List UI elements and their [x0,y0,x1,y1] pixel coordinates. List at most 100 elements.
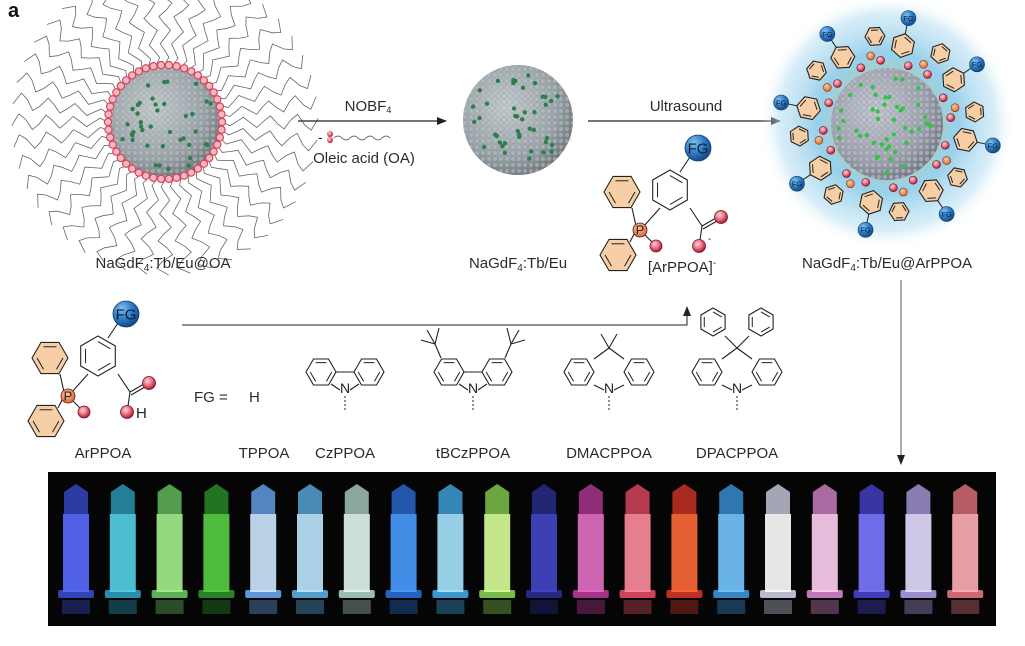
dopant-ion [153,163,158,168]
dopant-ion [148,124,153,129]
vial-liquid [63,514,89,592]
dopant-ion [137,100,142,106]
phosphorus-atom [899,187,908,197]
dopant-ion [190,111,195,117]
oleate-headgroup [116,153,126,163]
oleate-headgroup [172,173,181,182]
deprotonation-arrow [182,306,691,326]
oxygen-atom [824,98,834,108]
vial-reflection [155,600,184,614]
oleic-acid-chain [96,174,142,264]
vial-liquid [765,514,791,592]
vial [947,484,984,614]
dopant-ion [145,83,151,88]
functional-group-badge [857,222,874,238]
phosphorus-atom [823,83,832,92]
oleate-headgroup [204,153,214,163]
dopant-ion [839,108,844,113]
vial [432,484,469,614]
oleate-headgroup [108,95,117,104]
oleate-headgroup [179,64,189,73]
oxygen-atom [861,177,871,187]
dopant-ion [528,149,534,154]
vial-reflection [389,600,418,614]
oleic-acid-chain [102,0,143,70]
oleic-acid-chain [220,138,314,172]
oleic-acid-chain [196,170,251,250]
dopant-ion [883,95,888,100]
oleate-headgroup [105,133,115,142]
dopant-ion [138,124,144,129]
oleic-acid-chain [179,177,212,269]
dopant-ion [517,134,522,140]
oleate-headgroup [121,159,131,168]
oxygen-atom [833,79,842,88]
vial-cap [157,484,182,514]
oa-particle-label: NaGdF4:Tb/Eu@OA [95,255,230,274]
oleate-headgroup [213,95,222,104]
oxygen-atom [856,63,866,73]
svg-text:FG: FG [792,179,803,188]
nitrogen-atom: N [732,380,742,396]
vial-cap [204,484,229,514]
oleate-headgroup [121,76,131,85]
vial-reflection [530,600,558,614]
vial-cap [64,484,88,514]
functional-group-badge [684,134,712,162]
dopant-ion [153,102,158,107]
oleate-headgroup [199,76,209,85]
vial [572,484,609,614]
oleate-headgroup [193,164,203,173]
oa-capped-nanoparticle [11,0,319,276]
dopant-ion [543,102,548,108]
vial-reflection [717,600,746,614]
vial-liquid [156,514,183,592]
dopant-ion [903,125,908,131]
nobf4-reagent-label: NOBF4 [345,98,392,115]
vial-reflection [296,600,324,614]
dopant-ion [138,120,143,125]
dopant-ion [915,102,921,108]
dopant-ion [891,117,897,123]
svg-text:FG: FG [860,226,871,235]
nitrogen-atom: N [468,380,478,396]
vial-cap [438,484,463,514]
vial [292,484,328,614]
removal-minus-sign: - [318,129,323,145]
oxygen-atom [842,169,851,178]
dopant-ion [532,110,537,115]
oleic-acid-chain [86,0,134,74]
vial-liquid [297,514,323,592]
vial-cap [812,484,837,514]
dopant-ion [204,99,209,104]
oxygen-atom [826,145,836,155]
oleate-headgroup [127,164,137,173]
vial-liquid [858,514,885,592]
vial-cap [391,484,416,514]
vial-liquid [109,514,136,592]
dopant-ion [893,149,898,155]
dopant-ion [836,135,842,141]
vial-cap [532,484,556,514]
functional-group-badge [789,175,805,192]
svg-text:FG: FG [776,98,787,107]
oleate-headgroup [164,60,174,70]
oleic-acid-chain [169,179,192,274]
svg-text:P: P [64,389,73,404]
vial-reflection [108,600,137,614]
svg-text:P: P [636,223,645,238]
oleic-acid-chain [202,165,269,239]
dopant-ion [186,163,191,168]
vial-liquid [952,514,979,592]
dopant-ion [527,156,532,161]
vial-reflection [904,600,933,614]
vial-cap [485,484,510,514]
dopant-ion [205,142,210,148]
functional-group-badge [985,137,1001,154]
vial [338,484,375,614]
dopant-ion [162,79,167,85]
functional-group-badge [773,94,789,111]
oleic-acid-chain [156,179,174,276]
dopant-ion [540,94,545,99]
dopant-ion [532,80,538,86]
